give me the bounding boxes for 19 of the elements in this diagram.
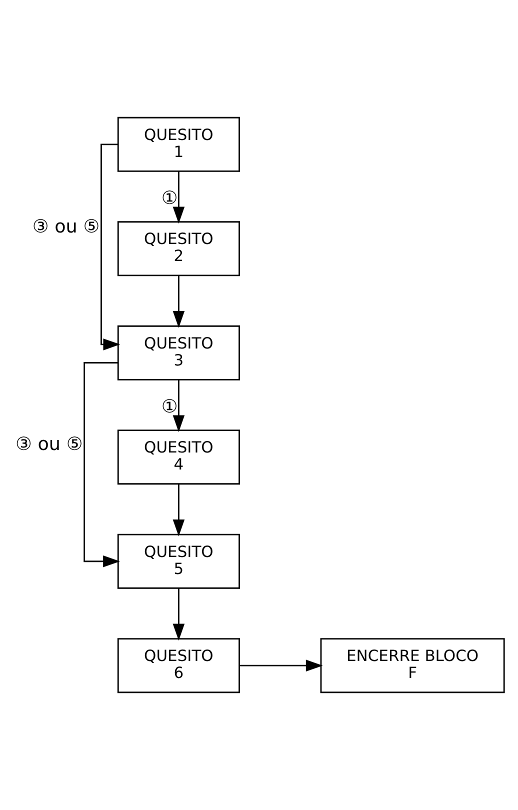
- node-box: QUESITO 5: [117, 534, 240, 589]
- node-box: QUESITO 6: [117, 638, 240, 694]
- arrow: [240, 660, 323, 672]
- arrow: [84, 362, 120, 568]
- arrow: [172, 484, 185, 536]
- edge-label: ①: [161, 188, 178, 209]
- node-box: QUESITO 2: [117, 221, 240, 276]
- node-box: QUESITO 4: [117, 430, 240, 485]
- node-box: QUESITO 1: [117, 116, 240, 172]
- arrow: [172, 588, 185, 641]
- node-box: ENCERRE BLOCO F: [320, 638, 505, 694]
- arrow: [100, 144, 120, 350]
- arrow: [172, 171, 185, 224]
- edge-label: ③ ou ⑤: [32, 216, 100, 238]
- arrow: [172, 380, 185, 432]
- arrow: [172, 276, 185, 328]
- node-box: QUESITO 3: [117, 325, 240, 380]
- edge-label: ③ ou ⑤: [15, 434, 83, 455]
- edge-label: ①: [161, 396, 178, 418]
